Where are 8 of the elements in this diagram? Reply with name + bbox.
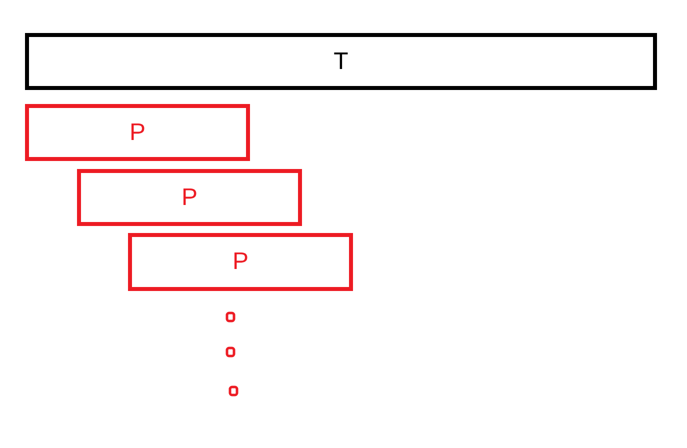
box-label: P — [181, 186, 198, 210]
process-box — [25, 104, 250, 161]
title-box — [25, 33, 657, 90]
box-label: P — [129, 120, 146, 144]
process-box — [77, 169, 302, 226]
process-box — [128, 233, 353, 291]
box-label: T — [334, 50, 348, 74]
box-label: P — [232, 250, 248, 274]
